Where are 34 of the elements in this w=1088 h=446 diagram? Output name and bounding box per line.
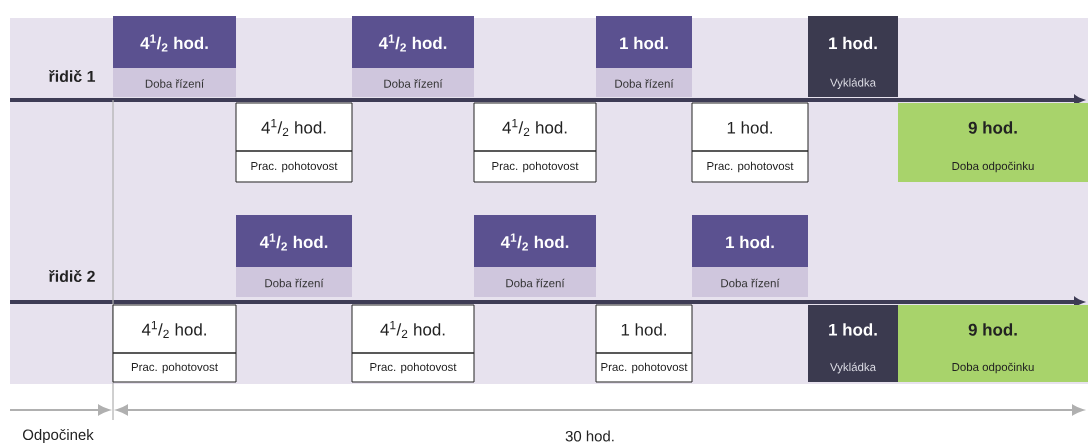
unloading-block: 1 hod. Vykládka	[808, 305, 898, 382]
node-label: 9 hod.	[968, 121, 1017, 134]
node-label: 1 hod.	[829, 36, 877, 50]
availability-block: 4$^{1}$/$_{2}$ hod. Prac. pohotovost	[112, 304, 237, 383]
driving-block: 4$^{1}$/$_{2}$ hod. Doba řízení	[474, 215, 596, 297]
node-label: Doba řízení	[145, 79, 205, 88]
availability-block: 4$^{1}$/$_{2}$ hod. Prac. pohotovost	[473, 102, 597, 183]
driving-block: 4$^{1}$/$_{2}$ hod. Doba řízení	[236, 215, 352, 297]
node-label: Doba řízení	[615, 79, 674, 88]
node-label: Doba řízení	[506, 278, 565, 288]
node-label: Doba řízení	[384, 79, 443, 88]
driving-block: 1 hod. Doba řízení	[692, 215, 808, 297]
availability-block: 4$^{1}$/$_{2}$ hod. Prac. pohotovost	[351, 304, 475, 383]
node-label: Vykládka	[830, 362, 877, 374]
driving-block: 4$^{1}$/$_{2}$ hod. Doba řízení	[113, 16, 236, 97]
rest-block: 9 hod. Doba odpočinku	[898, 305, 1088, 382]
rest-block: 9 hod. Doba odpočinku	[898, 103, 1088, 182]
unloading-block: 1 hod. Vykládka	[808, 16, 898, 97]
node-label: 1 hod.	[829, 323, 877, 336]
availability-block: 1 hod. Prac. pohotovost	[691, 102, 809, 183]
node-label: Doba odpočinku	[952, 362, 1034, 374]
node-label: Doba odpočinku	[952, 161, 1034, 173]
node-label: Doba řízení	[721, 278, 780, 288]
driving-block: 1 hod. Doba řízení	[596, 16, 692, 97]
dimension-label: 30 hod.	[565, 430, 614, 442]
node-label: Doba řízení	[265, 278, 324, 288]
dimension-label: Odpočinek	[23, 429, 94, 443]
driver-label: řidič 1	[48, 69, 96, 82]
availability-block: 4$^{1}$/$_{2}$ hod. Prac. pohotovost	[235, 102, 353, 183]
driving-block: 4$^{1}$/$_{2}$ hod. Doba řízení	[352, 16, 474, 97]
node-label: Vykládka	[830, 78, 877, 89]
node-label: 9 hod.	[968, 323, 1017, 336]
availability-block: 1 hod. Prac. pohotovost	[595, 304, 693, 383]
driver-label: řidič 2	[48, 269, 95, 282]
